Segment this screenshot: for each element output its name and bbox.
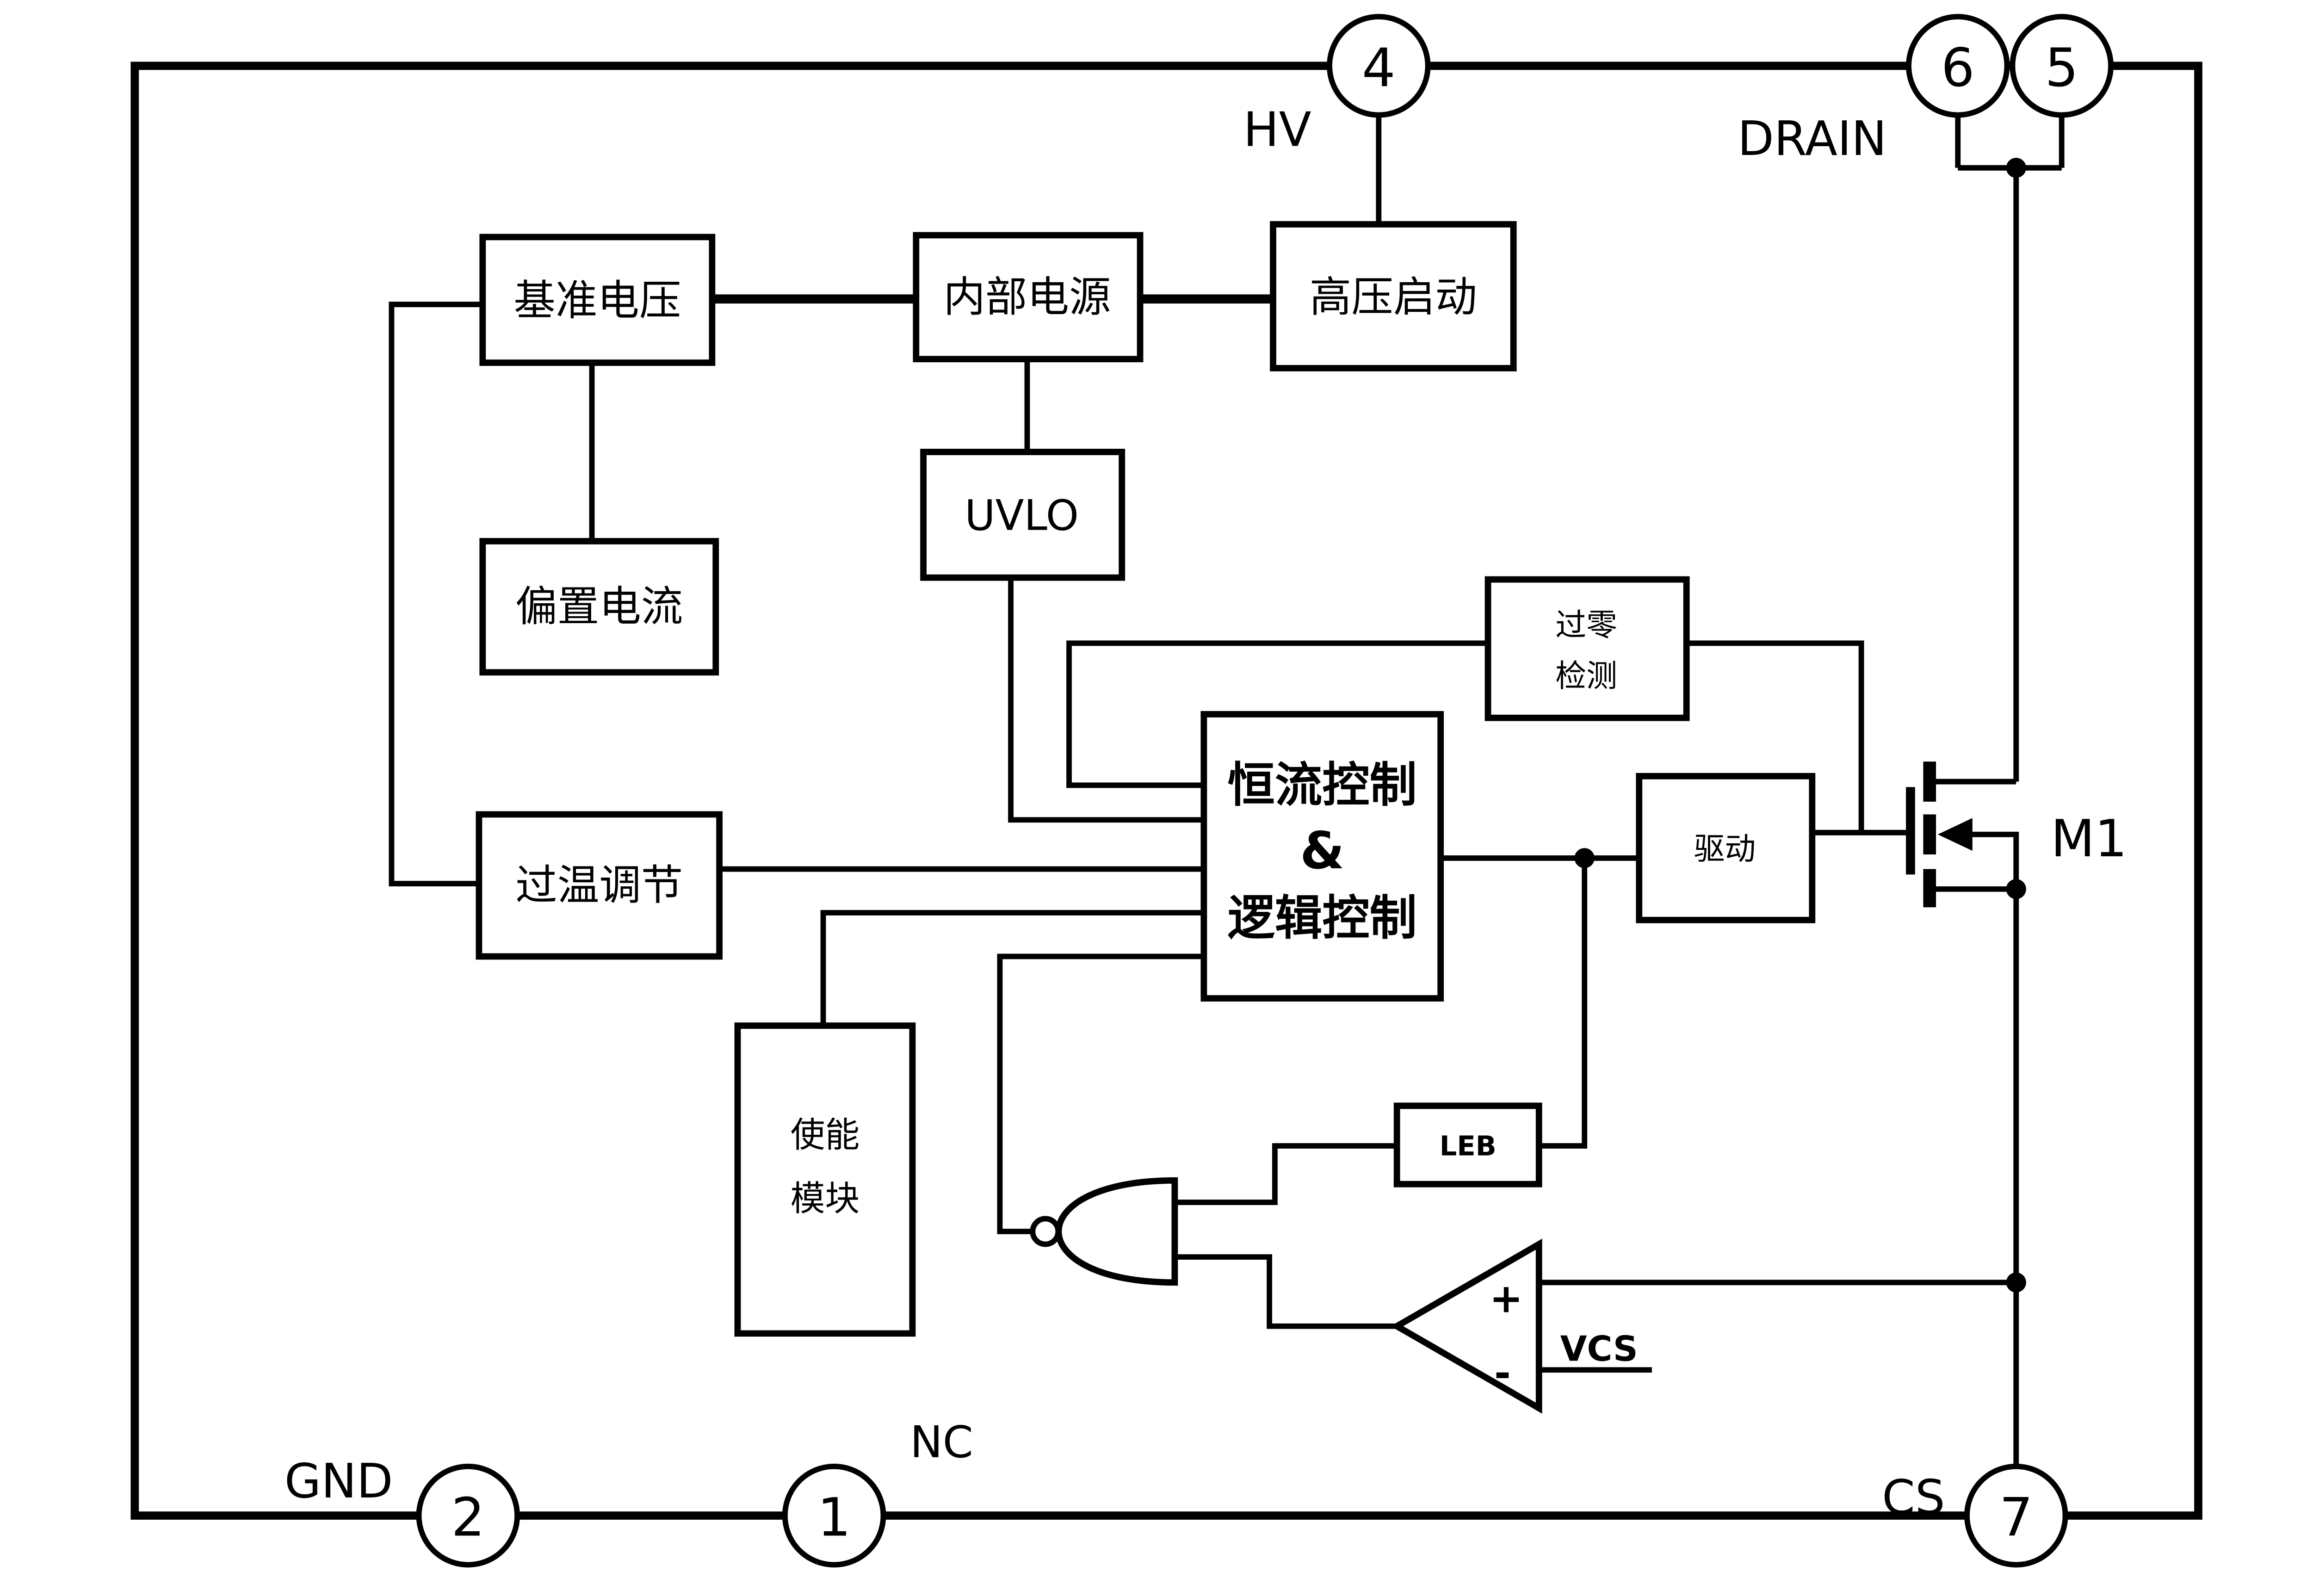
wire-enable-to-control xyxy=(820,910,1204,1026)
pin-4-hv-label: HV xyxy=(1243,103,1311,158)
block-internal-power: 内部电源 xyxy=(913,232,1144,363)
wire-m1-body xyxy=(1968,831,2019,889)
comparator-minus-label: - xyxy=(1494,1350,1511,1397)
pin-5-number: 5 xyxy=(2045,37,2078,99)
hv-startup-label: 高压启动 xyxy=(1310,273,1477,322)
wire-zero-cross-to-gate-node xyxy=(1686,640,1864,833)
chip-boundary xyxy=(130,62,2202,1520)
comparator: + - VCS xyxy=(1390,1238,1638,1414)
pin-6-drain: 6 DRAIN xyxy=(1738,14,2010,167)
vcs-reference-label: VCS xyxy=(1560,1329,1638,1369)
block-cc-logic-control: 恒流控制 & 逻辑控制 xyxy=(1200,711,1444,1002)
otp-box xyxy=(476,811,723,960)
junction-dot-drain-pins xyxy=(2006,158,2026,178)
internal-power-label: 内部电源 xyxy=(943,273,1111,322)
junction-dot-cs-comparator xyxy=(2006,1272,2026,1293)
bias-current-label: 偏置电流 xyxy=(515,582,683,631)
uvlo-box xyxy=(920,449,1126,581)
wire-zero-cross-to-control xyxy=(1066,640,1488,788)
m1-channel-bar-top-icon xyxy=(1923,761,1936,802)
pin-1-nc: 1 NC xyxy=(782,1417,973,1568)
m1-channel-bar-mid-icon xyxy=(1923,814,1936,855)
hv-startup-box xyxy=(1270,221,1517,371)
block-bias-current: 偏置电流 xyxy=(479,538,719,676)
pin-1-circle xyxy=(782,1463,886,1568)
pin-7-number: 7 xyxy=(1999,1487,2033,1548)
enable-label-line2: 模块 xyxy=(791,1179,860,1219)
block-uvlo: UVLO xyxy=(920,449,1126,581)
nc-label: NC xyxy=(910,1417,973,1468)
pin-4-number: 4 xyxy=(1362,37,1396,99)
wire-ref-to-otp xyxy=(389,302,483,886)
zero-cross-label-line2: 检测 xyxy=(1555,658,1617,694)
pin-2-gnd: 2 GND xyxy=(284,1454,520,1568)
zero-cross-box xyxy=(1484,576,1690,721)
nand-gate xyxy=(1030,1177,1178,1286)
cc-logic-label-line1: 恒流控制 xyxy=(1228,758,1417,813)
internal-power-box xyxy=(913,232,1144,363)
gnd-label: GND xyxy=(284,1454,393,1509)
nand-gate-body xyxy=(1055,1177,1178,1286)
wire-uvlo-to-control xyxy=(1008,577,1204,823)
pin-7-circle xyxy=(1964,1463,2068,1568)
pin-6-circle xyxy=(1906,14,2010,118)
pin-7-cs: 7 CS xyxy=(1882,1463,2068,1568)
driver-box xyxy=(1636,773,1816,923)
leb-box xyxy=(1393,1102,1542,1188)
drain-label: DRAIN xyxy=(1738,111,1887,167)
enable-label-line1: 使能 xyxy=(791,1115,860,1155)
enable-box xyxy=(734,1022,916,1337)
wire-gate-node-to-leb xyxy=(1539,858,1588,1149)
pin-4-circle xyxy=(1327,14,1431,118)
uvlo-label: UVLO xyxy=(965,491,1079,540)
cc-logic-box xyxy=(1200,711,1444,1002)
wire-leb-to-nand-input xyxy=(1175,1143,1397,1205)
junction-dot-m1-source xyxy=(2006,879,2026,899)
leb-label: LEB xyxy=(1440,1130,1497,1162)
comparator-plus-label: + xyxy=(1490,1276,1523,1322)
cc-logic-label-line3: 逻辑控制 xyxy=(1228,891,1417,946)
m1-body-arrow-icon xyxy=(1937,818,1973,851)
wire-comparator-to-nand-input xyxy=(1175,1254,1397,1329)
block-otp: 过温调节 xyxy=(476,811,723,960)
block-enable: 使能 模块 xyxy=(734,1022,916,1337)
pin-5-circle xyxy=(2010,14,2114,118)
pin-5-drain: 5 xyxy=(2010,14,2114,118)
junction-dot-driver-input xyxy=(1574,848,1595,868)
pin-2-number: 2 xyxy=(451,1487,485,1548)
ref-voltage-label: 基准电压 xyxy=(513,277,681,325)
zero-cross-label-line1: 过零 xyxy=(1555,607,1617,643)
nand-inversion-bubble-icon xyxy=(1030,1216,1061,1247)
comparator-body xyxy=(1390,1238,1542,1414)
pin-6-number: 6 xyxy=(1941,37,1975,99)
pin-1-number: 1 xyxy=(817,1487,851,1548)
pin-4-hv: 4 HV xyxy=(1243,14,1431,158)
driver-label: 驱动 xyxy=(1694,831,1756,867)
cc-logic-label-amp: & xyxy=(1300,821,1344,880)
block-leb: LEB xyxy=(1393,1102,1542,1188)
ref-voltage-box xyxy=(479,234,716,366)
m1-channel-bar-bottom-icon xyxy=(1923,869,1936,908)
block-ref-voltage: 基准电压 xyxy=(479,234,716,366)
cs-label: CS xyxy=(1882,1470,1945,1525)
block-hv-startup: 高压启动 xyxy=(1270,221,1517,371)
m1-label: M1 xyxy=(2051,809,2127,868)
otp-label: 过温调节 xyxy=(515,861,683,909)
wires xyxy=(389,117,2065,1466)
block-driver: 驱动 xyxy=(1636,773,1816,923)
block-zero-cross: 过零 检测 xyxy=(1484,576,1690,721)
mosfet-m1: M1 xyxy=(1906,761,2127,908)
pin-2-circle xyxy=(416,1463,520,1568)
wire-nand-output-to-control xyxy=(997,953,1204,1234)
bias-current-box xyxy=(479,538,719,676)
